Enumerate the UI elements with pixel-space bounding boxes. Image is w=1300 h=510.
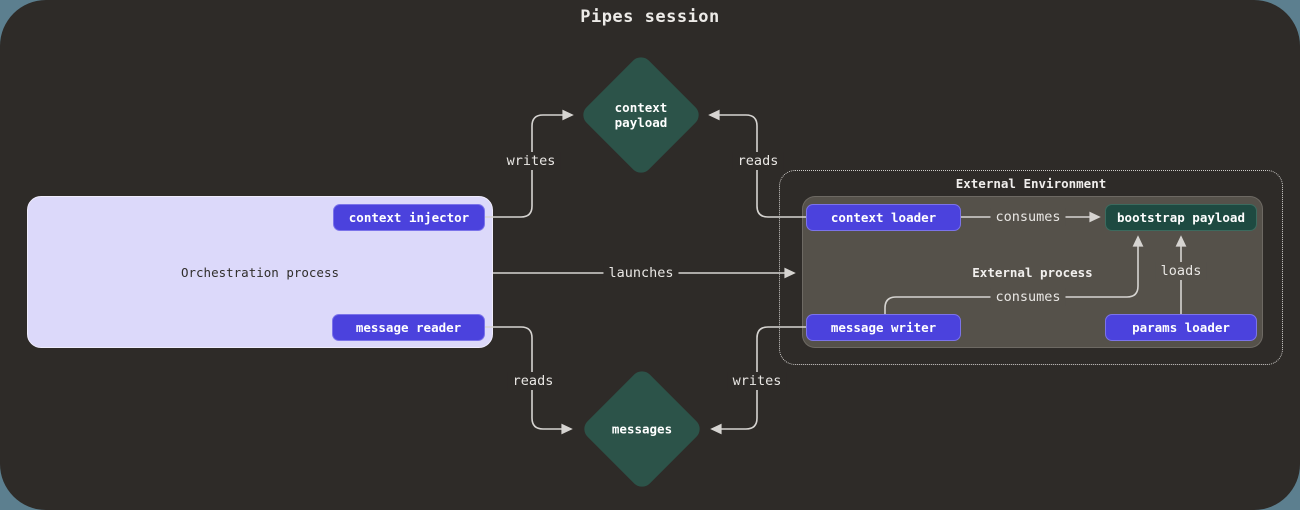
- node-context-payload: context payload: [615, 100, 668, 130]
- node-messages: messages: [612, 422, 672, 437]
- messages-diamond: [584, 371, 700, 487]
- node-bootstrap-payload: bootstrap payload: [1105, 204, 1257, 231]
- context-loader-label: context loader: [830, 210, 937, 225]
- node-context-injector: context injector: [333, 204, 485, 231]
- diagram-title: Pipes session: [580, 7, 720, 27]
- edge-label-consumes-top: consumes: [990, 208, 1066, 226]
- context-payload-label-line1: context: [614, 100, 668, 115]
- context-payload-label-line2: payload: [614, 115, 668, 130]
- message-writer-label: message writer: [830, 320, 937, 335]
- external-process-label: External process: [972, 264, 1093, 280]
- context-injector-label: context injector: [348, 210, 470, 225]
- edge-label-launches: launches: [603, 264, 679, 282]
- params-loader-label: params loader: [1132, 320, 1230, 335]
- edge-label-loads: loads: [1155, 262, 1207, 280]
- node-message-writer: message writer: [806, 314, 961, 341]
- external-environment-group: External Environment: [779, 170, 1283, 365]
- message-reader-label: message reader: [355, 320, 462, 335]
- orchestration-process-label: Orchestration process: [180, 264, 340, 280]
- edge-label-reads-top: reads: [732, 152, 784, 170]
- node-message-reader: message reader: [332, 314, 485, 341]
- node-params-loader: params loader: [1105, 314, 1257, 341]
- edge-label-consumes-bottom: consumes: [990, 288, 1066, 306]
- node-context-loader: context loader: [806, 204, 961, 231]
- edge-label-reads-bottom: reads: [507, 372, 559, 390]
- edge-label-writes-bottom: writes: [727, 372, 787, 390]
- messages-label: messages: [611, 421, 673, 437]
- edge-label-writes-top: writes: [501, 152, 561, 170]
- bootstrap-payload-label: bootstrap payload: [1117, 210, 1245, 225]
- external-environment-label: External Environment: [955, 176, 1107, 191]
- context-payload-diamond: [583, 57, 699, 173]
